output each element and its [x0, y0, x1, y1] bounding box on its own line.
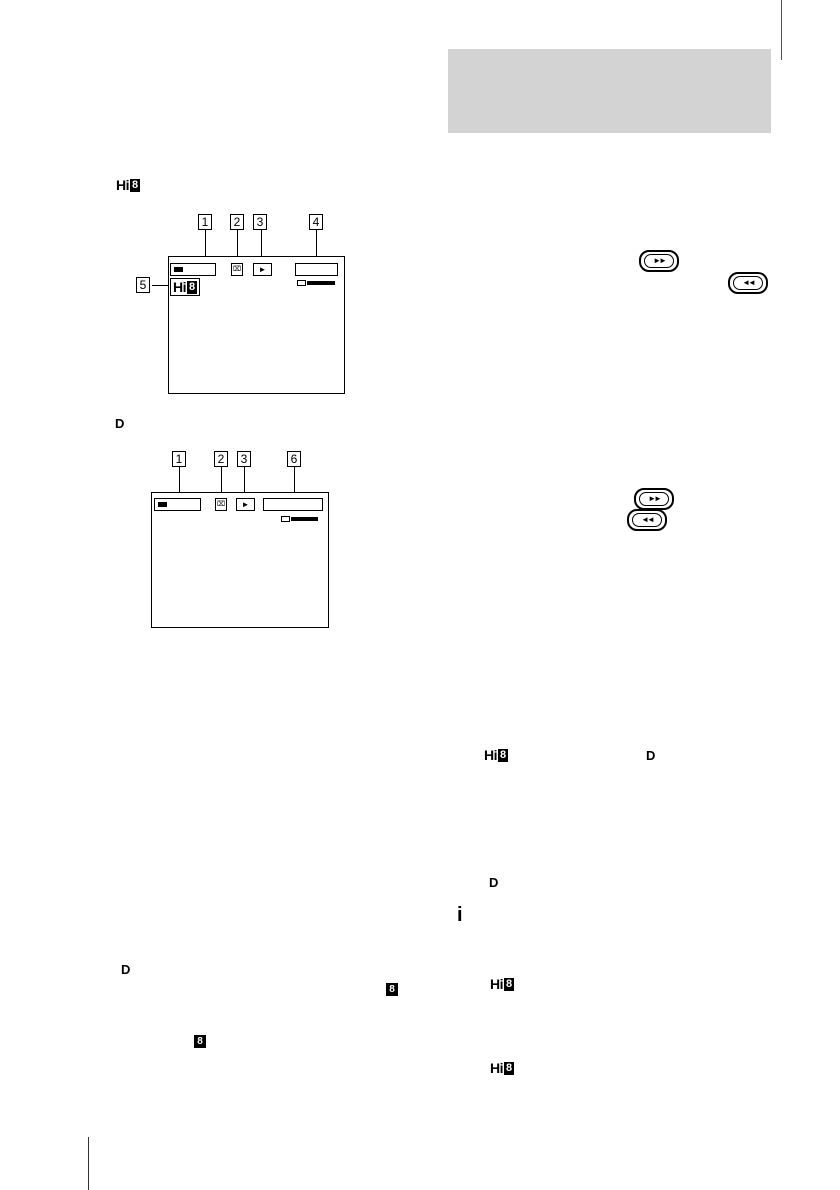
battery-indicator [170, 263, 216, 276]
leader-line [261, 230, 262, 263]
leader-line [244, 467, 245, 498]
viewfinder-screen [168, 256, 345, 394]
recording-mode-indicator: ⌧ [215, 498, 227, 511]
callout-3: 3 [237, 451, 251, 467]
bottom-page-rule [88, 1137, 89, 1190]
battery-icon [158, 502, 167, 507]
tape-remaining-bar [291, 517, 318, 521]
fast-forward-glyph: ►► [639, 492, 669, 506]
play-indicator: ► [236, 498, 255, 511]
tape-counter [295, 263, 338, 276]
tape-remaining-icon [297, 280, 306, 286]
leader-line [294, 467, 295, 498]
fast-forward-button-icon: ►► [639, 250, 679, 272]
time-code-display [263, 498, 323, 511]
callout-3: 3 [253, 214, 267, 230]
callout-2: 2 [214, 451, 228, 467]
digital8-format-icon: D [115, 416, 125, 431]
leader-line [221, 467, 222, 498]
leader-line [237, 230, 238, 263]
section-header-box [448, 49, 771, 133]
callout-2: 2 [230, 214, 244, 230]
fast-forward-glyph: ►► [644, 254, 674, 268]
leader-line [316, 230, 317, 263]
callout-1: 1 [172, 451, 186, 467]
fast-forward-button-icon: ►► [634, 488, 674, 510]
battery-indicator [154, 498, 201, 511]
battery-icon [174, 267, 183, 272]
digital8-format-icon: D [646, 748, 656, 763]
info-icon: i [457, 904, 463, 926]
rewind-button-icon: ◄◄ [627, 509, 667, 531]
recording-mode-indicator: ⌧ [231, 263, 243, 276]
viewfinder-screen [151, 492, 329, 628]
eight-format-icon: 8 [386, 983, 398, 996]
rewind-button-icon: ◄◄ [728, 272, 768, 294]
callout-5: 5 [136, 277, 150, 293]
digital8-format-icon: D [489, 875, 499, 890]
callout-4: 4 [309, 214, 323, 230]
callout-6: 6 [287, 451, 301, 467]
eight-format-icon: 8 [194, 1035, 206, 1048]
top-page-rule [781, 0, 782, 60]
tape-remaining-bar [307, 281, 335, 285]
rewind-glyph: ◄◄ [632, 513, 662, 527]
leader-line [179, 467, 180, 498]
tape-remaining-icon [281, 516, 290, 522]
leader-line [152, 285, 169, 286]
leader-line [205, 230, 206, 263]
rewind-glyph: ◄◄ [733, 276, 763, 290]
callout-1: 1 [198, 214, 212, 230]
digital8-format-icon: D [121, 962, 131, 977]
play-indicator: ► [253, 263, 272, 276]
